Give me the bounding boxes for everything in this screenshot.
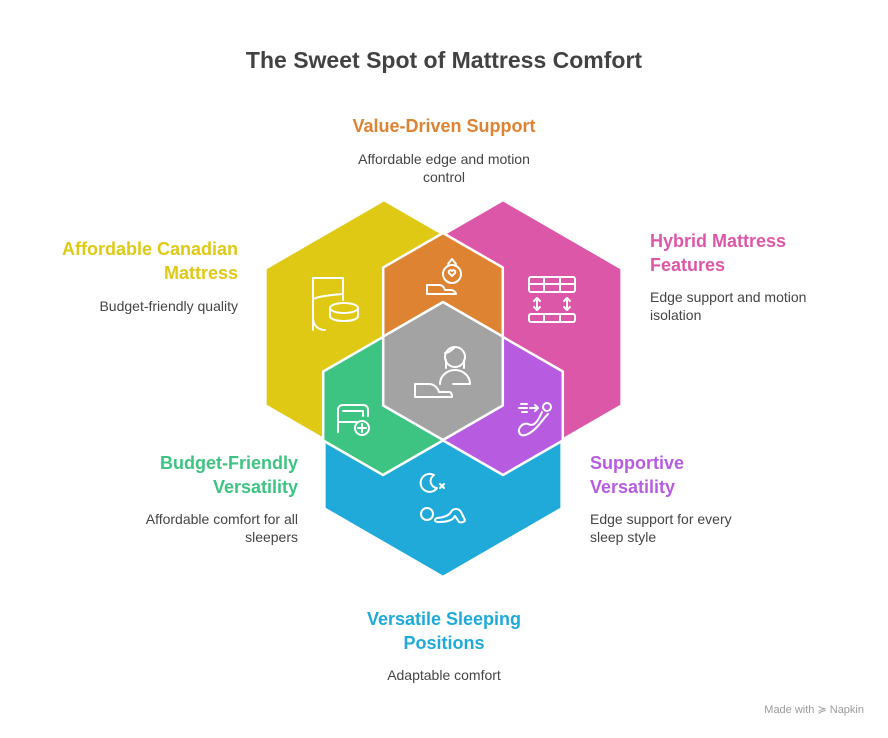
value-driven-desc-line1: Affordable edge and motion bbox=[358, 151, 530, 167]
canadian-title-line2: Mattress bbox=[163, 263, 238, 283]
supportive-title-line2: Versatility bbox=[590, 477, 676, 497]
money-bag-hand-icon bbox=[426, 258, 462, 295]
budget-title-line1: Budget-Friendly bbox=[160, 453, 298, 473]
coins-icon bbox=[312, 277, 359, 331]
positions-title-line1: Versatile Sleeping bbox=[366, 609, 522, 629]
budget-desc-line1: Affordable comfort for all bbox=[145, 511, 298, 527]
supportive-desc-line1: Edge support for every bbox=[590, 511, 732, 527]
supportive-desc-line2: sleep style bbox=[590, 529, 657, 545]
page-title: The Sweet Spot of Mattress Comfort bbox=[245, 47, 643, 73]
budget-desc-line2: sleepers bbox=[245, 529, 298, 545]
bed-plus-icon bbox=[337, 404, 370, 436]
person-with-hand-icon bbox=[414, 346, 471, 398]
positions-title-line2: Positions bbox=[403, 633, 485, 653]
sleep-position-icon bbox=[419, 472, 466, 524]
hybrid-title-line2: Features bbox=[650, 255, 726, 275]
canadian-title-line1: Affordable Canadian bbox=[61, 239, 238, 259]
hybrid-desc-line1: Edge support and motion bbox=[650, 289, 807, 305]
napkin-watermark: Made with ≽ Napkin bbox=[764, 704, 864, 716]
value-driven-title: Value-Driven Support bbox=[352, 116, 536, 136]
hybrid-title-line1: Hybrid Mattress bbox=[650, 231, 787, 251]
value-driven-desc-line2: control bbox=[422, 169, 466, 185]
hex-center bbox=[381, 300, 505, 442]
positions-desc: Adaptable comfort bbox=[387, 667, 501, 683]
sleeper-motion-icon bbox=[518, 402, 552, 437]
supportive-title-line1: Supportive bbox=[590, 453, 685, 473]
budget-title-line2: Versatility bbox=[212, 477, 298, 497]
canadian-desc: Budget-friendly quality bbox=[99, 298, 238, 314]
hybrid-desc-line2: isolation bbox=[650, 307, 702, 323]
mattress-layers-icon bbox=[528, 276, 576, 323]
